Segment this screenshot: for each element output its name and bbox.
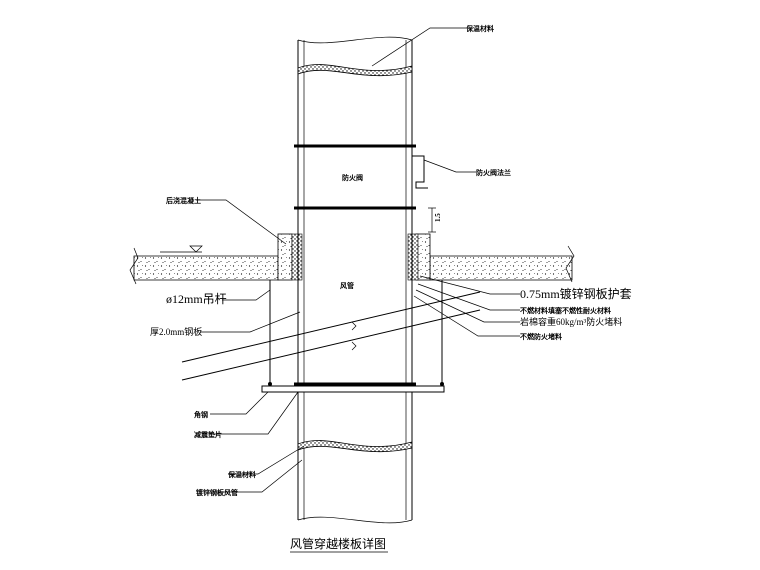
label-bottom-insulation: 保温材料	[227, 470, 256, 479]
label-top-insulation: 保温材料	[465, 24, 494, 33]
curb-left	[277, 233, 293, 281]
bottom-insulation-break	[297, 440, 413, 453]
label-duct: 风管	[340, 281, 354, 290]
label-rock-wool-1: 不燃材料填塞不燃性耐火材料	[520, 306, 611, 315]
label-angle-steel: 角钢	[194, 410, 208, 419]
label-dim-right: 1.5	[434, 213, 442, 222]
label-rod-12: ø12mm吊杆	[166, 292, 227, 306]
fire-seal-right	[407, 233, 419, 281]
label-rock-wool-2: 岩棉容重60kg/m³防火堵料	[520, 316, 622, 327]
fire-seal-left	[291, 233, 303, 281]
drawing-title: 风管穿越楼板详图	[290, 536, 386, 551]
top-insulation-break	[297, 64, 413, 77]
leader-lines	[196, 27, 520, 493]
level-mark	[160, 245, 203, 253]
label-bottom-duct: 镀锌钢板风管	[196, 488, 238, 497]
label-fire-damper-flange: 防火阀法兰	[476, 168, 511, 177]
slab-right-concrete	[429, 255, 573, 281]
label-fire-damper: 防火阀	[342, 173, 363, 182]
label-support-plate: 减震垫片	[194, 430, 222, 439]
inclined-plate	[181, 291, 481, 381]
label-rear-concrete: 后浇混凝土	[166, 196, 201, 205]
slab-right-break	[565, 245, 575, 283]
angle-steel-bar	[261, 385, 445, 393]
support-frame	[261, 280, 445, 393]
slab-left-concrete	[133, 255, 279, 281]
damper-handle	[412, 155, 428, 189]
label-non-combustible: 不燃防火堵料	[520, 332, 562, 341]
label-steel-plate: 厚2.0mm钢板	[150, 326, 202, 337]
slab-left-break	[129, 247, 139, 285]
label-steel-sleeve: 0.75mm镀锌钢板护套	[520, 287, 632, 301]
floor-slab	[129, 233, 575, 285]
vertical-duct	[294, 36, 436, 524]
